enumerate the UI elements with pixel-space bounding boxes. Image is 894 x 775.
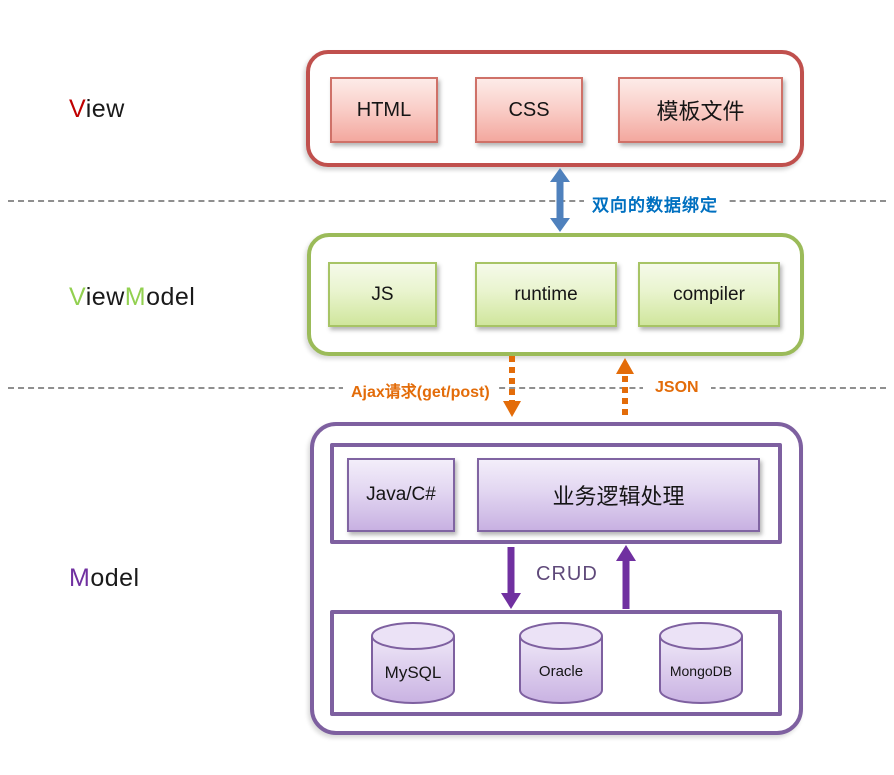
mongodb-cylinder: MongoDB: [658, 621, 744, 705]
model-layer-label: Model: [69, 564, 140, 593]
css-box: CSS: [475, 77, 583, 143]
two-way-binding-arrow: [550, 168, 570, 232]
separator-line-view-viewmodel: [8, 200, 886, 202]
template-file-box-label: 模板文件: [656, 99, 745, 124]
runtime-box: runtime: [475, 262, 617, 327]
viewmodel-label-v: V: [69, 283, 86, 311]
two-way-binding-label: 双向的数据绑定: [584, 191, 726, 216]
viewmodel-label-iew: iew: [85, 283, 125, 311]
business-logic-box: 业务逻辑处理: [477, 458, 760, 532]
model-container: Java/C# 业务逻辑处理 MySQL: [310, 422, 803, 735]
compiler-box: compiler: [638, 262, 780, 327]
ajax-request-arrow: [503, 356, 521, 417]
crud-down-arrow: [501, 547, 521, 609]
business-logic-box-label: 业务逻辑处理: [552, 484, 685, 509]
view-label-rest: iew: [85, 95, 125, 123]
crud-label: CRUD: [536, 563, 598, 585]
viewmodel-label-m: M: [124, 283, 147, 311]
crud-up-arrow: [616, 545, 636, 609]
viewmodel-layer-label: ViewModel: [69, 283, 195, 312]
oracle-label: Oracle: [538, 663, 584, 680]
mongodb-label: MongoDB: [669, 663, 733, 679]
oracle-cylinder-shape: [519, 622, 603, 704]
mysql-cylinder-shape: [371, 622, 455, 704]
json-response-label: JSON: [643, 379, 711, 397]
compiler-box-label: compiler: [673, 283, 745, 305]
oracle-cylinder: Oracle: [518, 621, 604, 705]
view-label-initial: V: [69, 95, 86, 123]
viewmodel-label-odel: odel: [146, 283, 196, 311]
mysql-cylinder: MySQL: [370, 621, 456, 705]
view-layer-label: View: [69, 95, 125, 124]
html-box: HTML: [330, 77, 438, 143]
java-csharp-box-label: Java/C#: [366, 484, 436, 505]
view-container: HTML CSS 模板文件: [306, 50, 804, 167]
template-file-box: 模板文件: [618, 77, 783, 143]
json-response-arrow: [616, 358, 634, 419]
mongodb-cylinder-shape: [659, 622, 743, 704]
mysql-label: MySQL: [384, 663, 442, 682]
database-rect: MySQL Oracle MongoDB: [330, 610, 782, 716]
model-label-initial: M: [69, 564, 91, 592]
business-logic-rect: Java/C# 业务逻辑处理: [330, 443, 782, 544]
ajax-request-label: Ajax请求(get/post): [343, 378, 498, 402]
css-box-label: CSS: [508, 98, 550, 121]
viewmodel-container: JS runtime compiler: [307, 233, 804, 356]
runtime-box-label: runtime: [514, 283, 578, 305]
html-box-label: HTML: [356, 98, 412, 121]
java-csharp-box: Java/C#: [347, 458, 455, 532]
js-box: JS: [328, 262, 437, 327]
js-box-label: JS: [371, 283, 394, 305]
model-label-rest: odel: [90, 564, 140, 592]
